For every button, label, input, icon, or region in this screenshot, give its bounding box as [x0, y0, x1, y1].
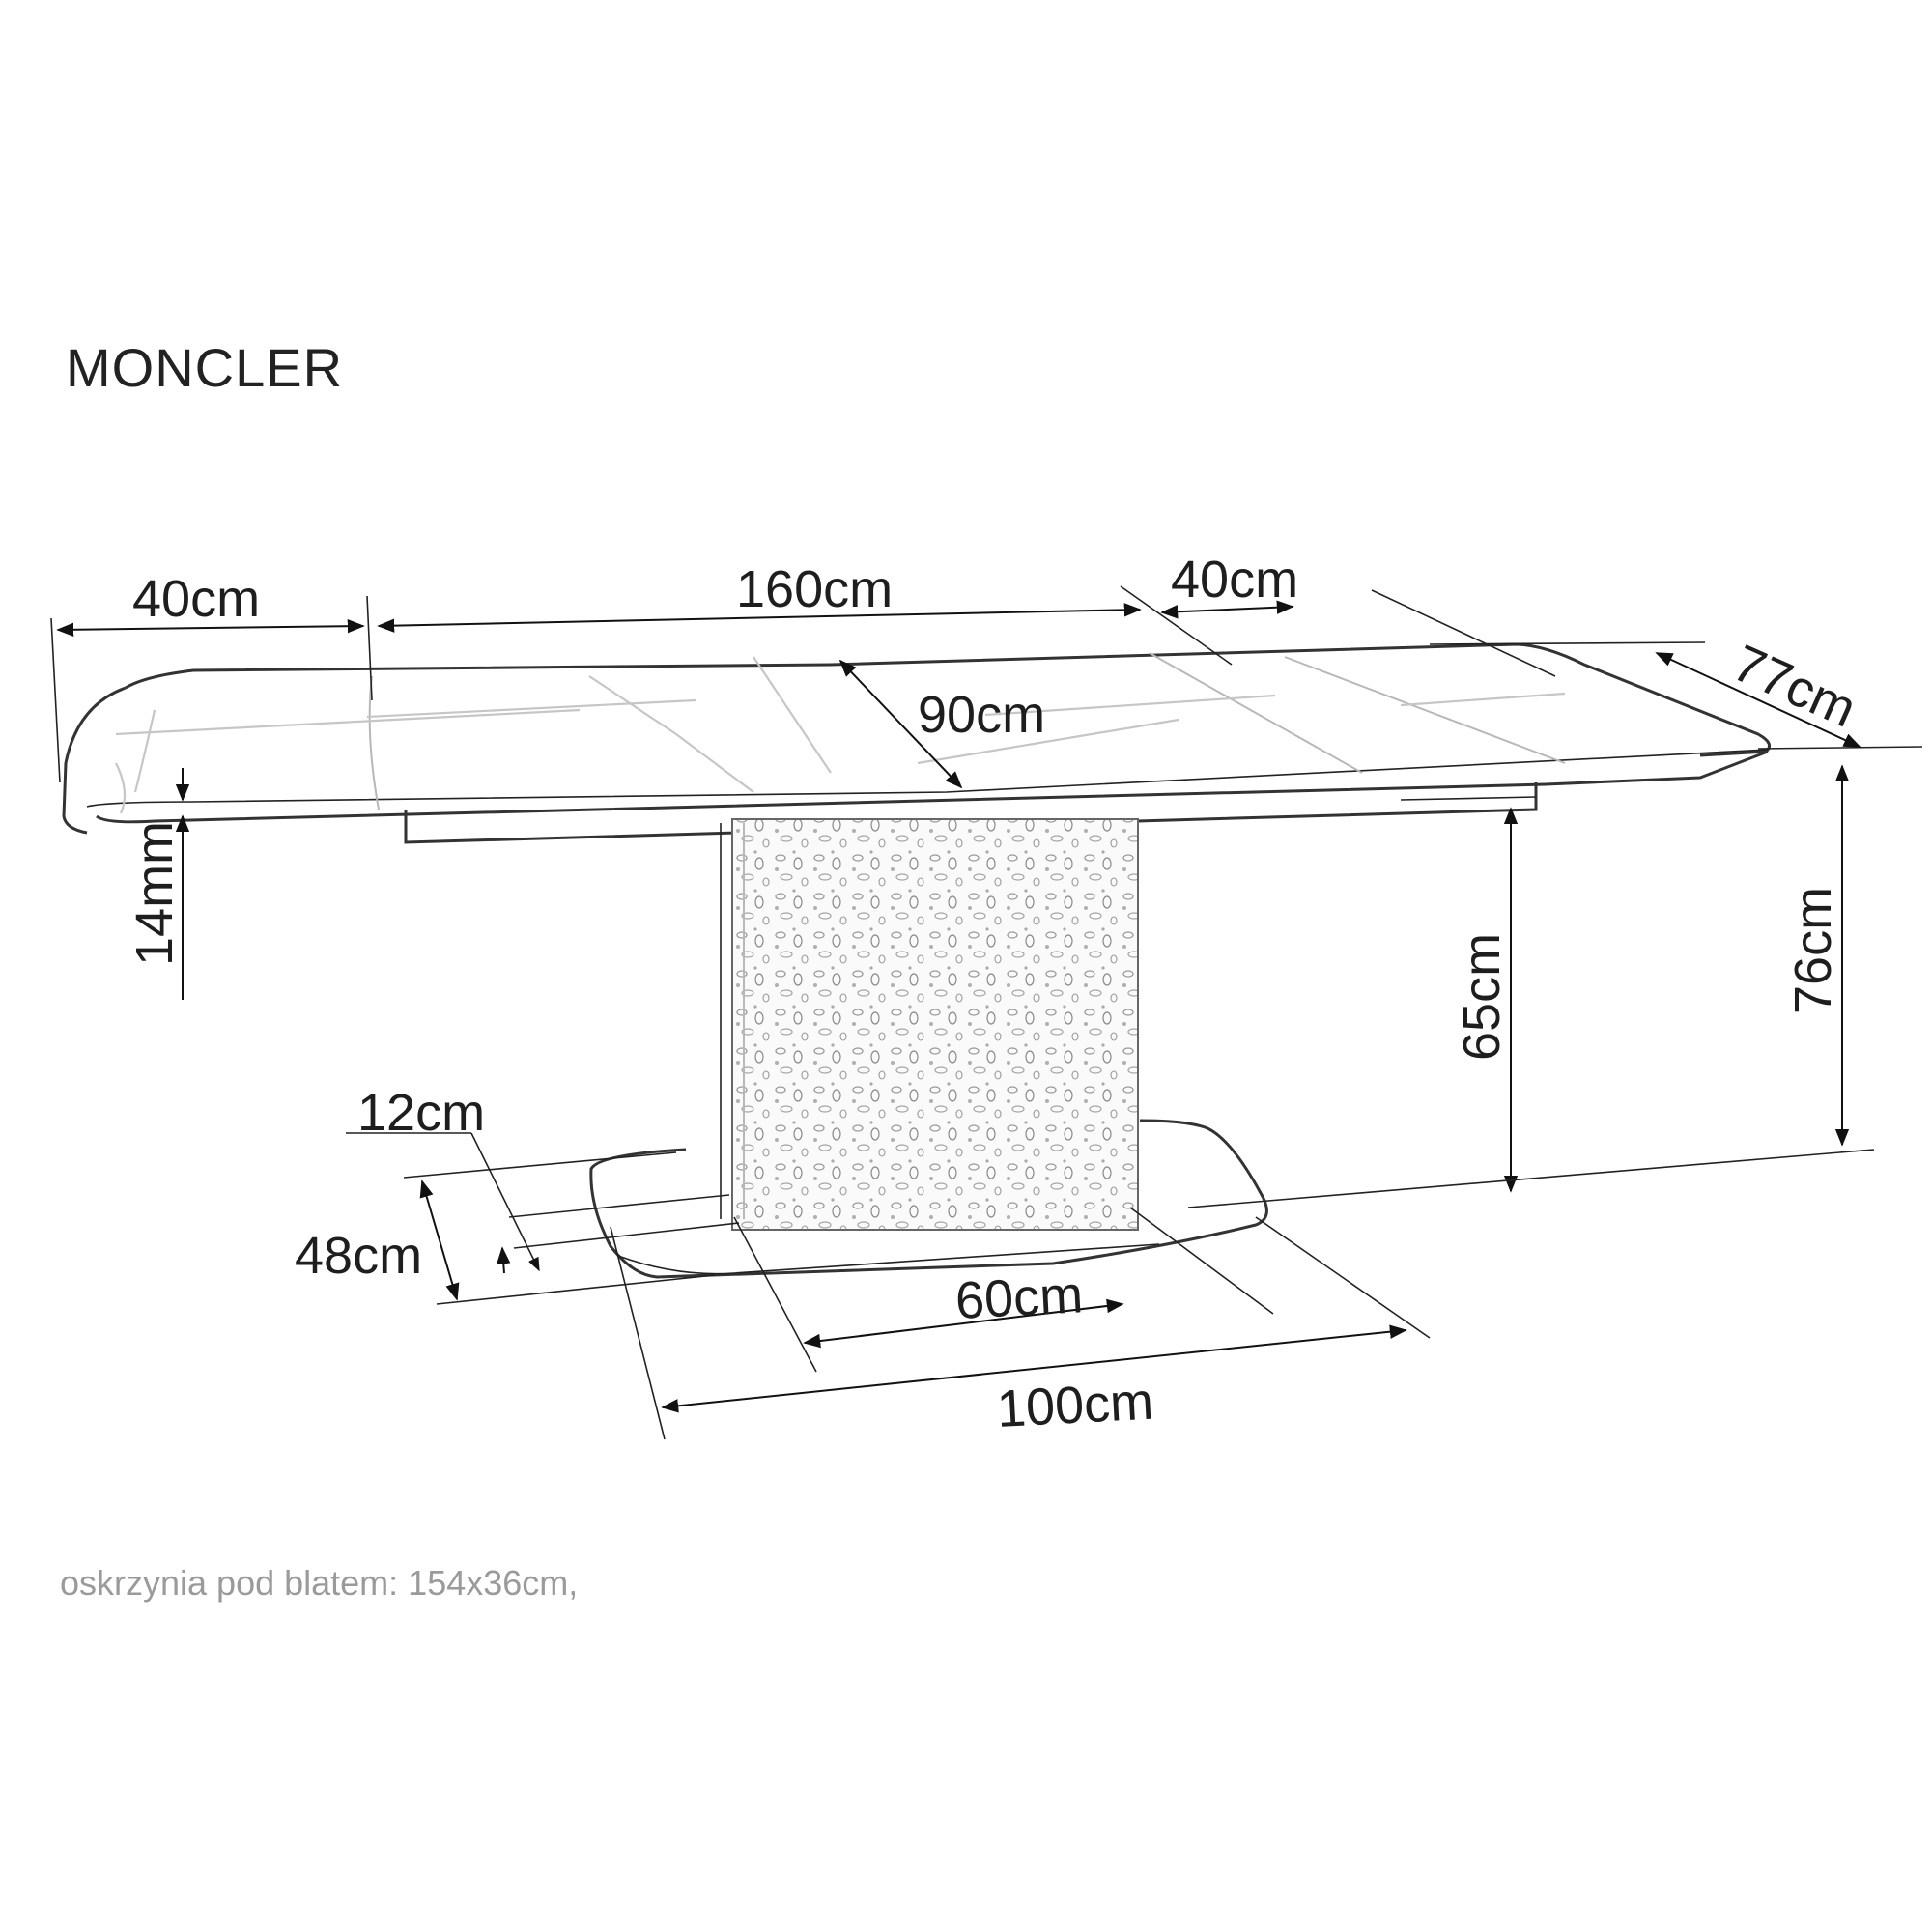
dim-tabletop-inner-width: 90cm: [838, 659, 1045, 789]
label-apron-height: 65cm: [1453, 933, 1511, 1061]
product-title: MONCLER: [66, 337, 344, 398]
dim-apron-height: 65cm: [1400, 796, 1537, 1193]
label-tabletop-length: 160cm: [736, 560, 893, 618]
label-top-thickness: 14mm: [126, 821, 184, 966]
apron-size-note: oskrzynia pod blatem: 154x36cm,: [60, 1563, 579, 1603]
label-base-height: 12cm: [357, 1084, 485, 1142]
label-total-height: 76cm: [1784, 887, 1842, 1014]
tabletop: [62, 642, 1772, 844]
label-tabletop-depth: 77cm: [1724, 634, 1864, 739]
label-tabletop-inner-width: 90cm: [918, 686, 1045, 744]
pedestal-column: [720, 818, 1139, 1231]
label-base-width: 100cm: [995, 1373, 1154, 1438]
dim-base-width: 100cm: [610, 1216, 1431, 1440]
dim-extension-left: 40cm: [50, 570, 373, 783]
label-column-width: 60cm: [953, 1265, 1084, 1330]
dim-base-depth: 48cm: [295, 1151, 716, 1305]
dim-extension-right: 40cm: [1120, 551, 1556, 677]
dim-column-width: 60cm: [733, 1207, 1274, 1373]
label-extension-right: 40cm: [1171, 551, 1298, 609]
dim-total-height: 76cm: [1187, 764, 1875, 1208]
label-extension-left: 40cm: [132, 570, 260, 628]
dim-tabletop-depth: 77cm: [1429, 634, 1923, 750]
label-base-depth: 48cm: [295, 1227, 422, 1285]
base-plate: [589, 1119, 1268, 1279]
dim-tabletop-length: 160cm: [377, 560, 1142, 633]
dim-top-thickness: 14mm: [126, 768, 190, 1000]
dim-base-height: 12cm: [346, 1084, 740, 1274]
